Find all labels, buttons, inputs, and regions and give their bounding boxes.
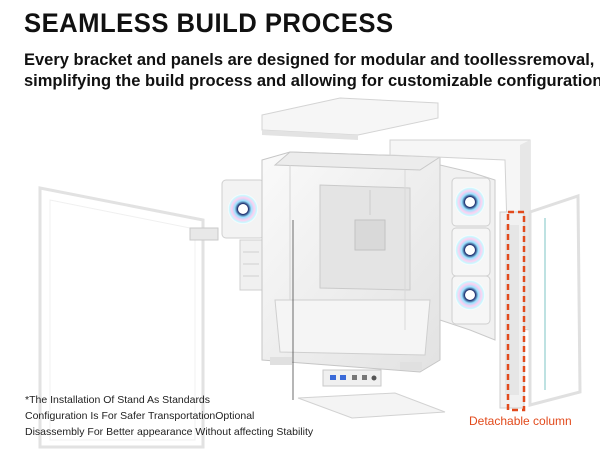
front-io-ports: [322, 369, 382, 387]
right-glass-panel: [528, 193, 582, 407]
detachable-column-callout-box: [506, 210, 526, 412]
page-title: SEAMLESS BUILD PROCESS: [24, 8, 394, 38]
bottom-panel: [297, 392, 446, 419]
footnote-line-2: Configuration Is For Safer Transportatio…: [25, 410, 255, 422]
front-fan-bracket: [439, 164, 496, 341]
top-panel: [261, 97, 439, 140]
pcie-brackets: [189, 227, 263, 291]
left-glass-panel: [38, 186, 205, 449]
footnote-line-1: *The Installation Of Stand As Standards: [25, 394, 211, 406]
rear-fan: [221, 179, 265, 239]
description-line-1: Every bracket and panels are designed fo…: [24, 51, 595, 69]
description: Every bracket and panels are designed fo…: [24, 50, 600, 92]
main-chassis: [261, 151, 442, 373]
description-line-2: simplifying the build process and allowi…: [24, 72, 600, 90]
footnote: *The Installation Of Stand As Standards …: [25, 392, 313, 440]
detachable-column-label: Detachable column: [469, 414, 572, 428]
footnote-line-3: Disassembly For Better appearance Withou…: [25, 426, 314, 438]
detachable-column: [499, 211, 525, 409]
